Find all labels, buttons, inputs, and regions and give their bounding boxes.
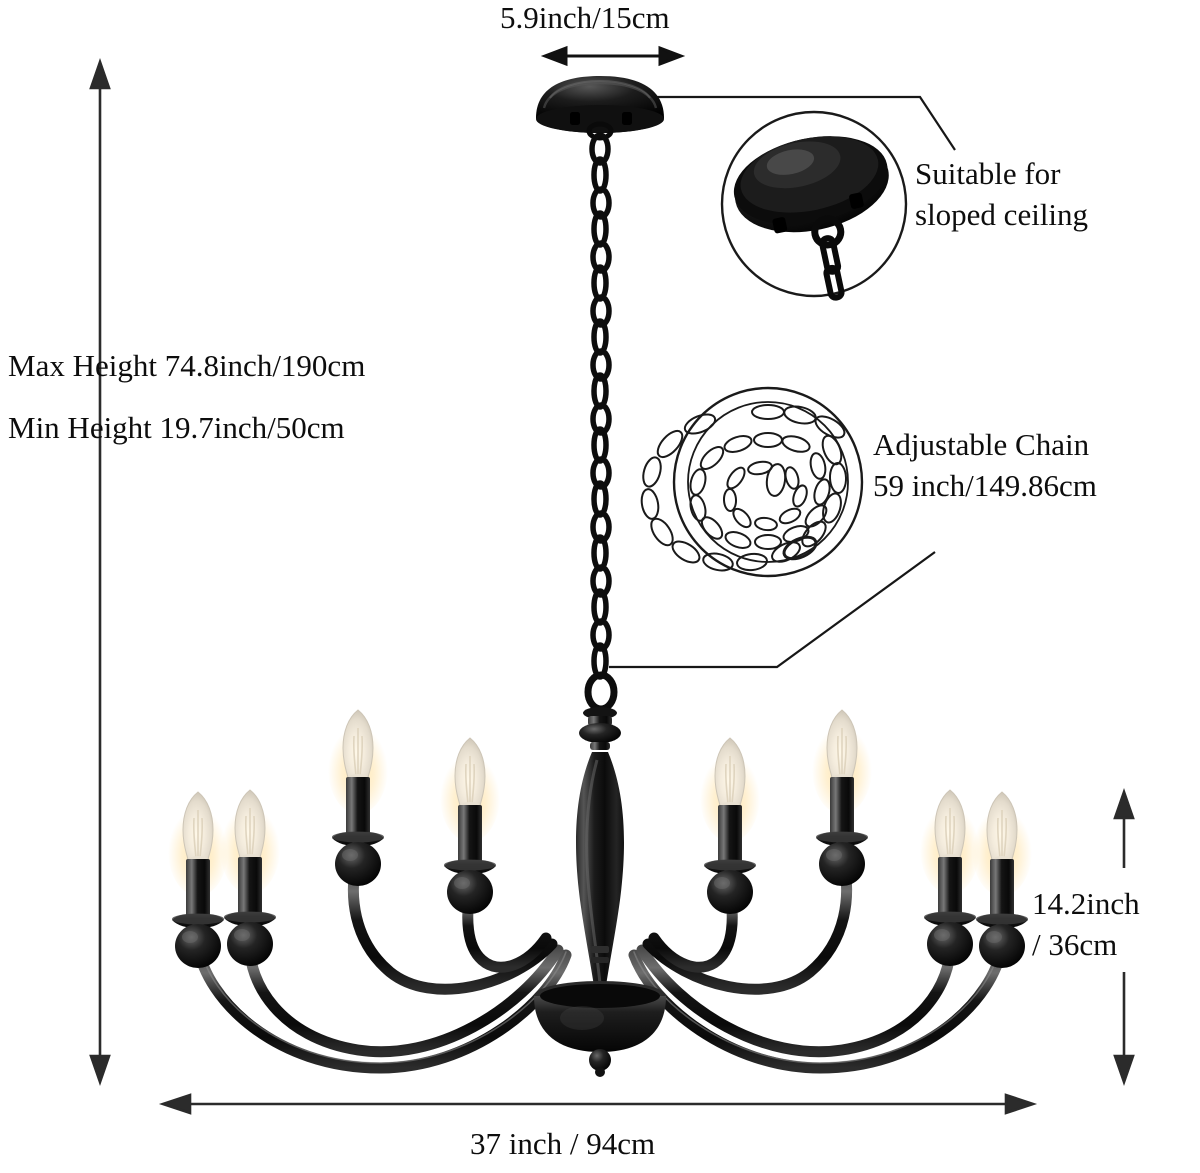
candle-arm	[439, 737, 501, 915]
candle-arm	[919, 789, 981, 967]
leader-line-sloped-ceiling	[628, 95, 956, 151]
candle-arm	[811, 709, 873, 887]
leader-line-adjustable-chain	[609, 551, 936, 669]
adjustable-chain-label-line2: 59 inch/149.86cm	[873, 468, 1097, 503]
dimension-arrow-fixture-width	[158, 1093, 1038, 1115]
candle-arm	[971, 791, 1033, 969]
chandelier-arms	[192, 858, 1008, 1074]
fixture-width-label: 37 inch / 94cm	[470, 1126, 656, 1161]
candle-arm	[219, 789, 281, 967]
adjustable-chain-label-line1: Adjustable Chain	[873, 427, 1090, 462]
dimension-arrow-fixture-height	[1113, 788, 1135, 1086]
fixture-height-label-line2: / 36cm	[1032, 927, 1118, 962]
dimension-arrow-canopy-width	[540, 45, 686, 67]
inset-sloped-ceiling	[720, 110, 908, 301]
dimension-arrow-total-height	[89, 58, 111, 1086]
inset-coiled-chain	[640, 386, 864, 578]
candle-arm	[167, 791, 229, 969]
candle-arm	[327, 709, 389, 887]
fixture-height-label-line1: 14.2inch	[1032, 886, 1140, 921]
min-height-label: Min Height 19.7inch/50cm	[8, 410, 345, 445]
candle-arm	[699, 737, 761, 915]
sloped-ceiling-label-line2: sloped ceiling	[915, 197, 1089, 232]
hanging-chain	[584, 132, 618, 713]
max-height-label: Max Height 74.8inch/190cm	[8, 348, 366, 383]
sloped-ceiling-label-line1: Suitable for	[915, 156, 1061, 191]
ceiling-canopy	[536, 76, 664, 141]
canopy-width-label: 5.9inch/15cm	[500, 0, 670, 35]
chandelier-center-body	[534, 707, 666, 1077]
